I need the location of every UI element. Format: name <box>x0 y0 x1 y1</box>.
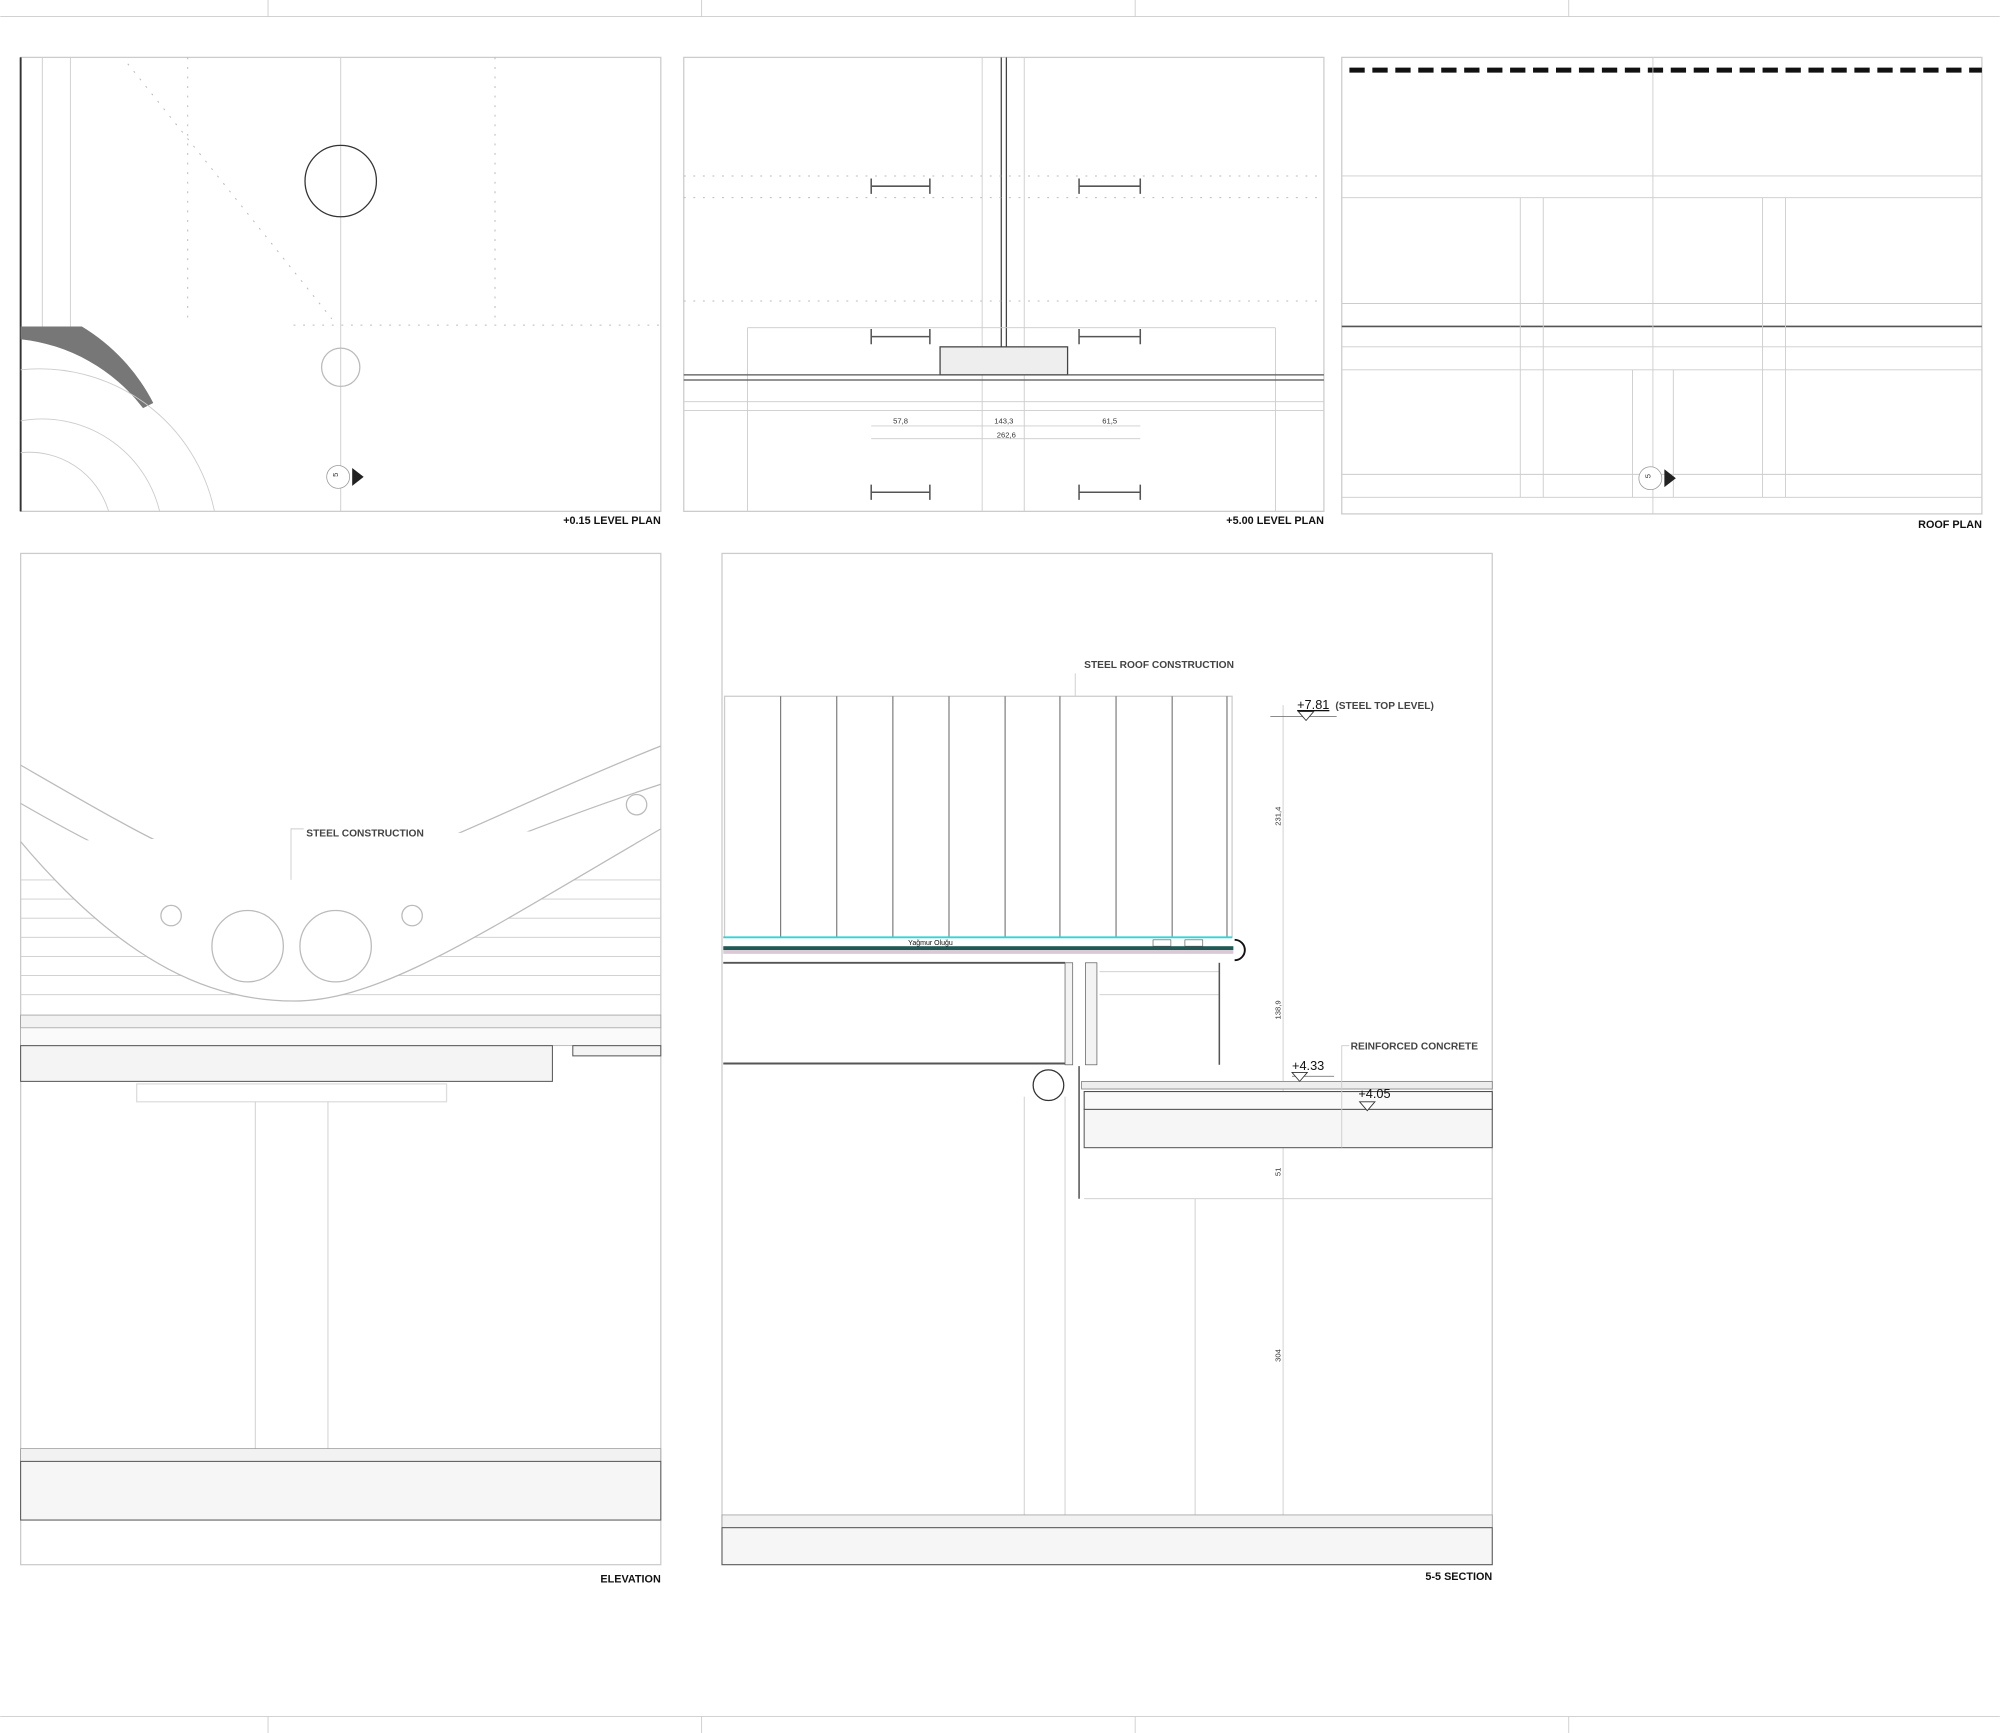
dimension-label: 138,9 <box>1274 1000 1283 1019</box>
dimension-label: 61,5 <box>1102 416 1117 425</box>
level-description: (STEEL TOP LEVEL) <box>1335 701 1434 712</box>
panel-title: 5-5 SECTION <box>1425 1571 1492 1583</box>
gutter-label: Yağmur Oluğu <box>908 940 953 947</box>
gutter-fill <box>723 946 1234 951</box>
section-marker-number: 5 <box>331 473 340 477</box>
plan-level-500[interactable]: 57,8 143,3 61,5 262,6 +5.00 LEVEL PLAN <box>683 56 1325 527</box>
elevation-drawing[interactable]: STEEL CONSTRUCTION ELEVATION <box>20 552 662 1586</box>
level-label-405: +4.05 <box>1358 1086 1390 1101</box>
section-marker[interactable] <box>1638 466 1663 491</box>
section-arrow-icon <box>1664 469 1676 488</box>
level-label-top: +7.81 <box>1297 697 1329 712</box>
annotation-steel-construction: STEEL CONSTRUCTION <box>306 829 424 840</box>
section-marker[interactable] <box>326 465 351 489</box>
annotation-reinforced-concrete: REINFORCED CONCRETE <box>1351 1041 1479 1052</box>
dimension-label: 143,3 <box>994 416 1013 425</box>
dimension-label: 51 <box>1274 1168 1283 1177</box>
panel-title: +0.15 LEVEL PLAN <box>563 515 661 527</box>
roof-plan[interactable]: 5 ROOF PLAN <box>1341 56 1983 531</box>
section-marker-number: 5 <box>1643 474 1652 478</box>
panel-title: ROOF PLAN <box>1918 519 1982 531</box>
annotation-steel-roof: STEEL ROOF CONSTRUCTION <box>1084 660 1234 671</box>
level-label-433: +4.33 <box>1292 1058 1324 1073</box>
section-drawing[interactable]: STEEL ROOF CONSTRUCTION +7.81 (STEEL TOP… <box>721 552 1493 1583</box>
plan-level-015[interactable]: 5 +0.15 LEVEL PLAN <box>19 56 662 527</box>
panel-title: +5.00 LEVEL PLAN <box>1226 515 1324 527</box>
panel-title: ELEVATION <box>600 1574 661 1586</box>
dimension-label: 304 <box>1274 1348 1283 1361</box>
section-arrow-icon <box>352 467 364 486</box>
dimension-label: 231,4 <box>1274 806 1283 826</box>
dimension-label: 57,8 <box>893 416 908 425</box>
dimension-label: 262,6 <box>997 430 1016 439</box>
